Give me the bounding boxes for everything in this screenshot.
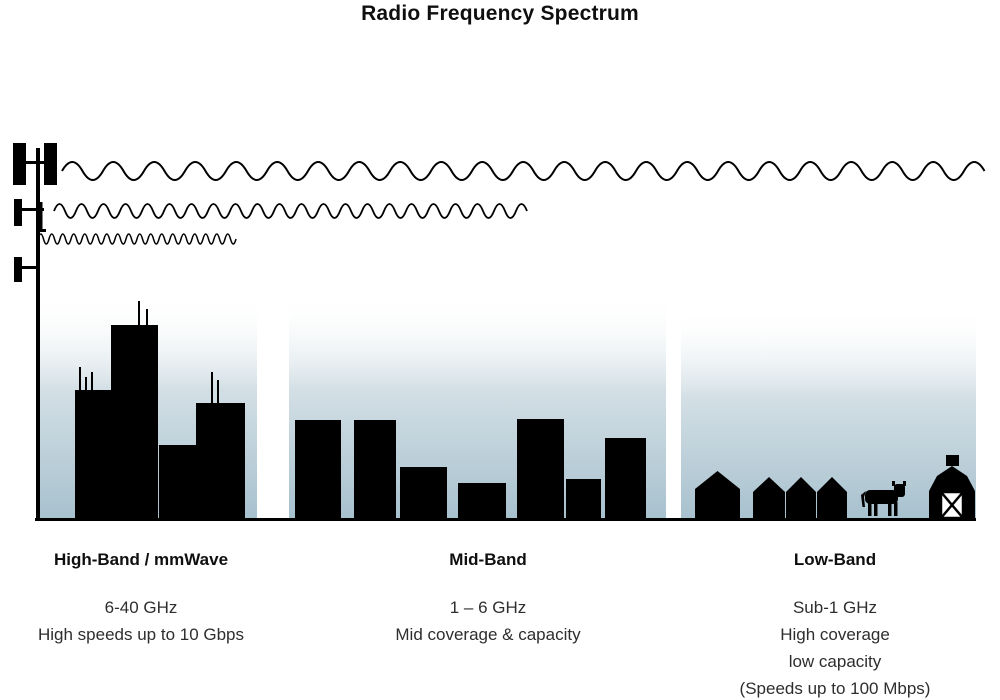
band-frequency: Sub-1 GHz: [792, 598, 878, 617]
antenna: [211, 372, 213, 405]
building: [517, 419, 564, 520]
diagram-title: Radio Frequency Spectrum: [361, 2, 639, 25]
mid-band-label-group: Mid-Band 1 – 6 GHz Mid coverage & capaci…: [338, 550, 638, 648]
building: [458, 483, 506, 520]
building: [354, 420, 396, 520]
building: [295, 420, 341, 520]
long-wavelength-wave-icon: [61, 161, 986, 181]
band-detail: High speeds up to 10 Gbps: [37, 625, 245, 644]
building: [111, 325, 158, 520]
band-detail: low capacity: [788, 652, 882, 671]
antenna: [217, 380, 219, 405]
antenna: [91, 372, 93, 392]
antenna: [138, 301, 140, 327]
band-detail: High coverage: [780, 625, 890, 644]
band-frequency: 1 – 6 GHz: [449, 598, 527, 617]
barn-icon: [929, 455, 975, 520]
cell-tower-icon: [13, 143, 57, 520]
building: [75, 390, 111, 520]
antenna: [146, 309, 148, 327]
low-band-label-group: Low-Band Sub-1 GHz High coverage low cap…: [685, 550, 985, 700]
antenna: [85, 377, 87, 392]
band-name: Low-Band: [793, 550, 877, 569]
town-skyline-icon: [295, 419, 646, 520]
house-icon: [786, 477, 816, 520]
band-detail: Mid coverage & capacity: [395, 625, 581, 644]
city-skyline-icon: [75, 301, 245, 520]
band-name: High-Band / mmWave: [53, 550, 229, 569]
mid-band-panel-bg: [289, 295, 666, 520]
spectrum-graphic: [13, 143, 986, 521]
house-icon: [695, 471, 740, 520]
building: [566, 479, 601, 520]
building: [605, 438, 646, 520]
house-icon: [753, 477, 785, 520]
high-band-label-group: High-Band / mmWave 6-40 GHz High speeds …: [20, 550, 262, 648]
band-detail: (Speeds up to 100 Mbps): [739, 679, 931, 698]
building: [159, 445, 196, 520]
antenna: [79, 367, 81, 392]
building: [400, 467, 447, 520]
ground-line: [35, 518, 976, 521]
rural-scene-icon: [695, 455, 975, 520]
building: [196, 403, 245, 520]
short-wavelength-wave-icon: [37, 233, 237, 245]
house-icon: [817, 477, 847, 520]
band-name: Mid-Band: [449, 550, 527, 569]
medium-wavelength-wave-icon: [53, 203, 528, 219]
band-frequency: 6-40 GHz: [104, 598, 178, 617]
cow-icon: [861, 481, 906, 516]
